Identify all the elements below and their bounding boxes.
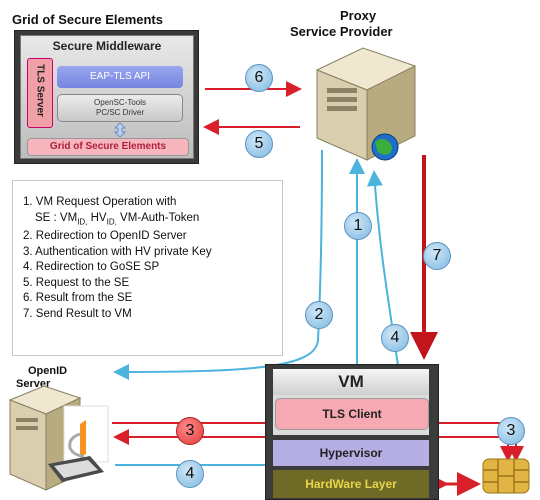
step-3-badge-left: 3 [176,417,204,445]
step-6-badge: 6 [245,64,273,92]
gose-bar: Grid of Secure Elements [27,138,189,156]
step-5-badge: 5 [245,130,273,158]
openid-title: OpenID [28,365,68,377]
legend-item-7: 7. Send Result to VM [23,307,132,320]
step-7-badge: 7 [423,242,451,270]
step-4-badge-bottom: 4 [176,460,204,488]
opensc-tools-label: OpenSC-Tools [93,98,147,107]
step-3-badge-right: 3 [497,417,525,445]
legend-item-3: 3. Authentication with HV private Key [23,245,212,258]
step-2-badge: 2 [305,301,333,329]
legend-item-5: 5. Request to the SE [23,276,130,289]
secure-middleware-title: Secure Middleware [52,39,162,53]
legend-box: 1. VM Request Operation with SE : VMID, … [12,180,283,356]
legend-item-1-detail: SE : VMID, HVID, VM-Auth-Token [35,211,200,226]
eap-tls-api-block: EAP-TLS API [57,66,183,88]
proxy-title: Proxy [340,8,377,23]
opensc-driver-block: OpenSC-Tools PC/SC Driver [57,94,183,122]
gose-title: Grid of Secure Elements [12,12,163,27]
smartcard-chip-icon [482,458,530,494]
openid-server-icon [8,385,109,491]
hypervisor-block: Hypervisor [273,440,429,466]
vm-header [273,369,429,395]
tls-server-block: TLS Server [27,58,53,128]
arrow-step-2 [113,149,323,380]
step-1-badge: 1 [344,212,372,240]
tls-server-label: TLS Server [34,64,46,117]
secure-middleware-panel: Secure Middleware TLS Server EAP-TLS API… [20,35,194,159]
legend-item-4: 4. Redirection to GoSE SP [23,261,160,274]
legend-item-6: 6. Result from the SE [23,292,133,305]
proxy-subtitle: Service Provider [290,24,393,39]
hardware-layer-block: HardWare Layer [273,470,429,498]
vm-title: VM [338,372,364,391]
step-4-badge-top: 4 [381,324,409,352]
proxy-server-icon [315,47,417,161]
bidirectional-arrow-icon [114,122,126,138]
pcsc-driver-label: PC/SC Driver [95,108,144,117]
tls-client-block: TLS Client [275,398,429,430]
legend-item-1: 1. VM Request Operation with [23,196,177,208]
legend-item-2: 2. Redirection to OpenID Server [23,230,187,243]
